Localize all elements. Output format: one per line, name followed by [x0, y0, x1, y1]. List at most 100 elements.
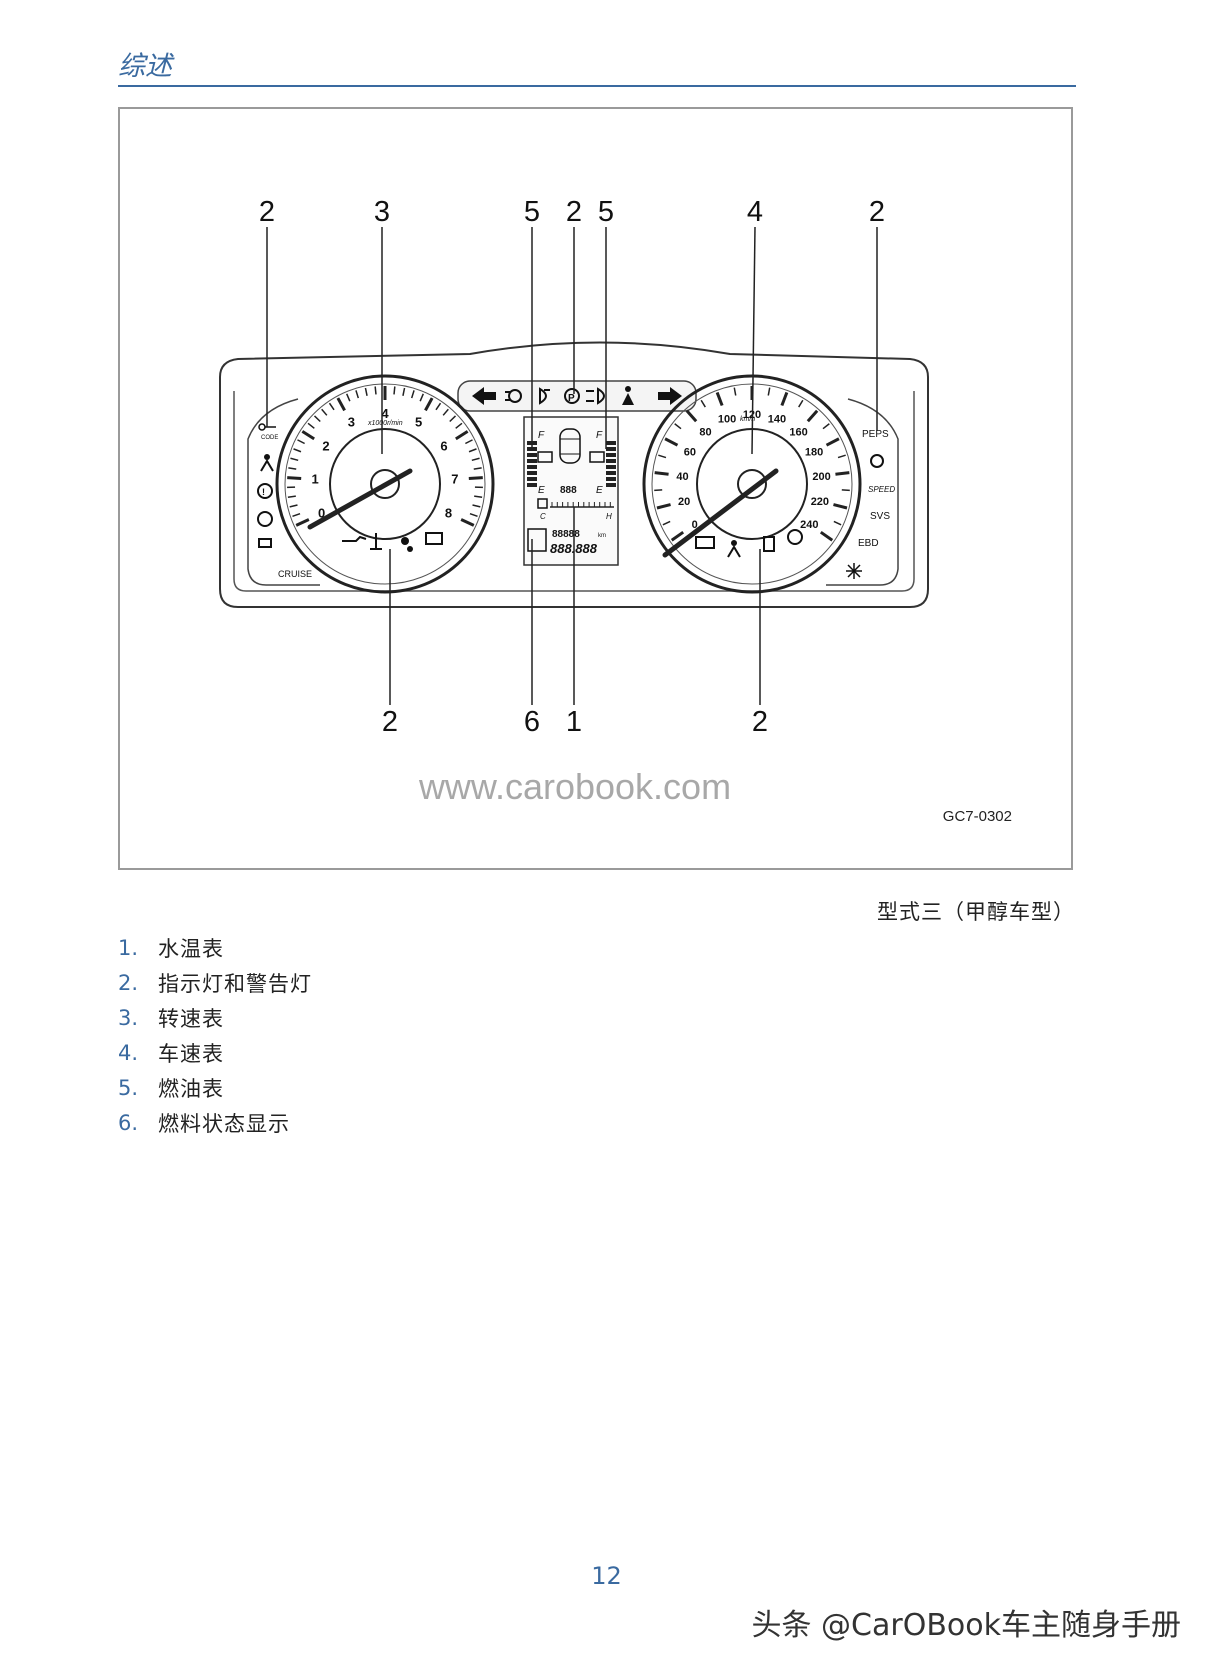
lcd-trip: 88888	[552, 529, 580, 540]
gauge-number: 180	[805, 447, 823, 459]
oil-pressure-icon	[342, 535, 367, 542]
legend-list: 1.水温表 2.指示灯和警告灯 3.转速表 4.车速表 5.燃油表 6.燃料状态…	[118, 930, 312, 1140]
gauge-number: 100	[718, 414, 736, 426]
temp-c-label: C	[540, 512, 546, 521]
legend-text: 车速表	[158, 1041, 224, 1066]
legend-text: 燃油表	[158, 1076, 224, 1101]
fuel-segment	[527, 453, 537, 457]
speed-indicator-label: SPEED	[868, 485, 895, 494]
minor-tick	[297, 439, 305, 445]
major-tick	[460, 518, 475, 527]
tach-ticks	[287, 386, 483, 527]
major-tick	[833, 503, 848, 510]
high-beam-icon	[586, 387, 605, 405]
minor-tick	[313, 415, 321, 423]
minor-tick	[287, 495, 296, 498]
fuel-left-f: F	[538, 430, 545, 441]
minor-tick	[767, 387, 771, 396]
fuel-segment	[606, 471, 616, 475]
fuel-segment	[527, 483, 537, 487]
seatbelt-warning-icon	[260, 454, 274, 472]
legend-item: 2.指示灯和警告灯	[118, 965, 312, 1000]
legend-number: 6.	[118, 1110, 139, 1135]
fog-light-icon	[505, 389, 522, 403]
fuel-segment	[606, 453, 616, 457]
minor-tick	[658, 454, 667, 459]
fuel-segment	[527, 471, 537, 475]
major-tick	[455, 430, 469, 441]
minor-tick	[469, 512, 478, 518]
coolant-temp-icon	[370, 533, 382, 550]
ecu-code-label: CODE	[261, 435, 278, 441]
left-panel-icons: CODE ! CRUISE	[257, 423, 312, 579]
minor-tick	[346, 393, 351, 402]
top-indicator-strip	[457, 380, 697, 412]
gauge-number: 240	[800, 519, 818, 531]
coolant-icon-lcd	[537, 498, 548, 509]
cruise-label: CRUISE	[278, 569, 312, 579]
major-tick	[424, 397, 434, 412]
left-indicator-panel	[247, 398, 320, 586]
minor-tick	[472, 504, 481, 508]
tach-needle	[307, 468, 413, 530]
callout-number: 5	[598, 196, 614, 228]
check-engine-icon	[425, 532, 443, 545]
svs-label: SVS	[870, 511, 890, 522]
callout-number: 2	[566, 196, 582, 228]
major-tick	[835, 471, 850, 476]
minor-tick	[798, 399, 804, 408]
gauge-number: 140	[768, 414, 786, 426]
section-title: 综述	[118, 51, 172, 82]
svg-text:!: !	[262, 487, 265, 497]
minor-tick	[355, 390, 360, 399]
passenger-seatbelt-icon	[727, 540, 741, 558]
gauge-number: 2	[322, 438, 329, 453]
major-tick	[468, 476, 483, 481]
gauge-number: 80	[699, 427, 711, 439]
gauge-number: 6	[440, 438, 447, 453]
minor-tick	[822, 423, 830, 430]
fuel-left-e: E	[538, 485, 545, 496]
gauge-number: 0	[692, 519, 698, 531]
fuel-segment	[527, 459, 537, 463]
minor-tick	[290, 457, 299, 462]
minor-tick	[474, 495, 483, 498]
legend-text: 燃料状态显示	[158, 1111, 290, 1136]
gauge-number: 4	[381, 406, 389, 421]
seatbelt-icon	[622, 386, 634, 405]
minor-tick	[442, 408, 449, 416]
right-panel-icons: PEPS SPEED SVS EBD	[846, 429, 895, 579]
ebd-label: EBD	[858, 538, 879, 549]
website-watermark: www.carobook.com	[418, 766, 731, 807]
minor-tick	[700, 399, 706, 408]
turn-left-icon	[472, 387, 496, 405]
major-tick	[670, 530, 685, 542]
major-tick	[656, 503, 671, 510]
right-indicator-panel	[826, 398, 899, 586]
gauge-number: 1	[312, 471, 319, 486]
minor-tick	[288, 467, 297, 470]
peps-label: PEPS	[862, 429, 889, 440]
gauge-number: 60	[684, 447, 696, 459]
gauge-number: 160	[789, 427, 807, 439]
minor-tick	[419, 393, 424, 402]
fuel-gauge-right	[606, 441, 616, 487]
minor-tick	[662, 520, 671, 526]
gauge-number: 5	[415, 415, 422, 430]
legend-text: 转速表	[158, 1006, 224, 1031]
major-tick	[825, 437, 840, 447]
temp-h-label: H	[606, 512, 612, 521]
legend-number: 2.	[118, 970, 139, 995]
legend-item: 4.车速表	[118, 1035, 312, 1070]
speed-numbers: 020406080100120140160180200220240	[676, 409, 830, 531]
callout-number: 1	[566, 706, 582, 738]
airbag-icon	[401, 537, 413, 552]
major-tick	[301, 430, 315, 441]
minor-tick	[471, 457, 480, 462]
tach-brand: x1000r/min	[367, 420, 403, 427]
gauge-number: 220	[811, 496, 829, 508]
